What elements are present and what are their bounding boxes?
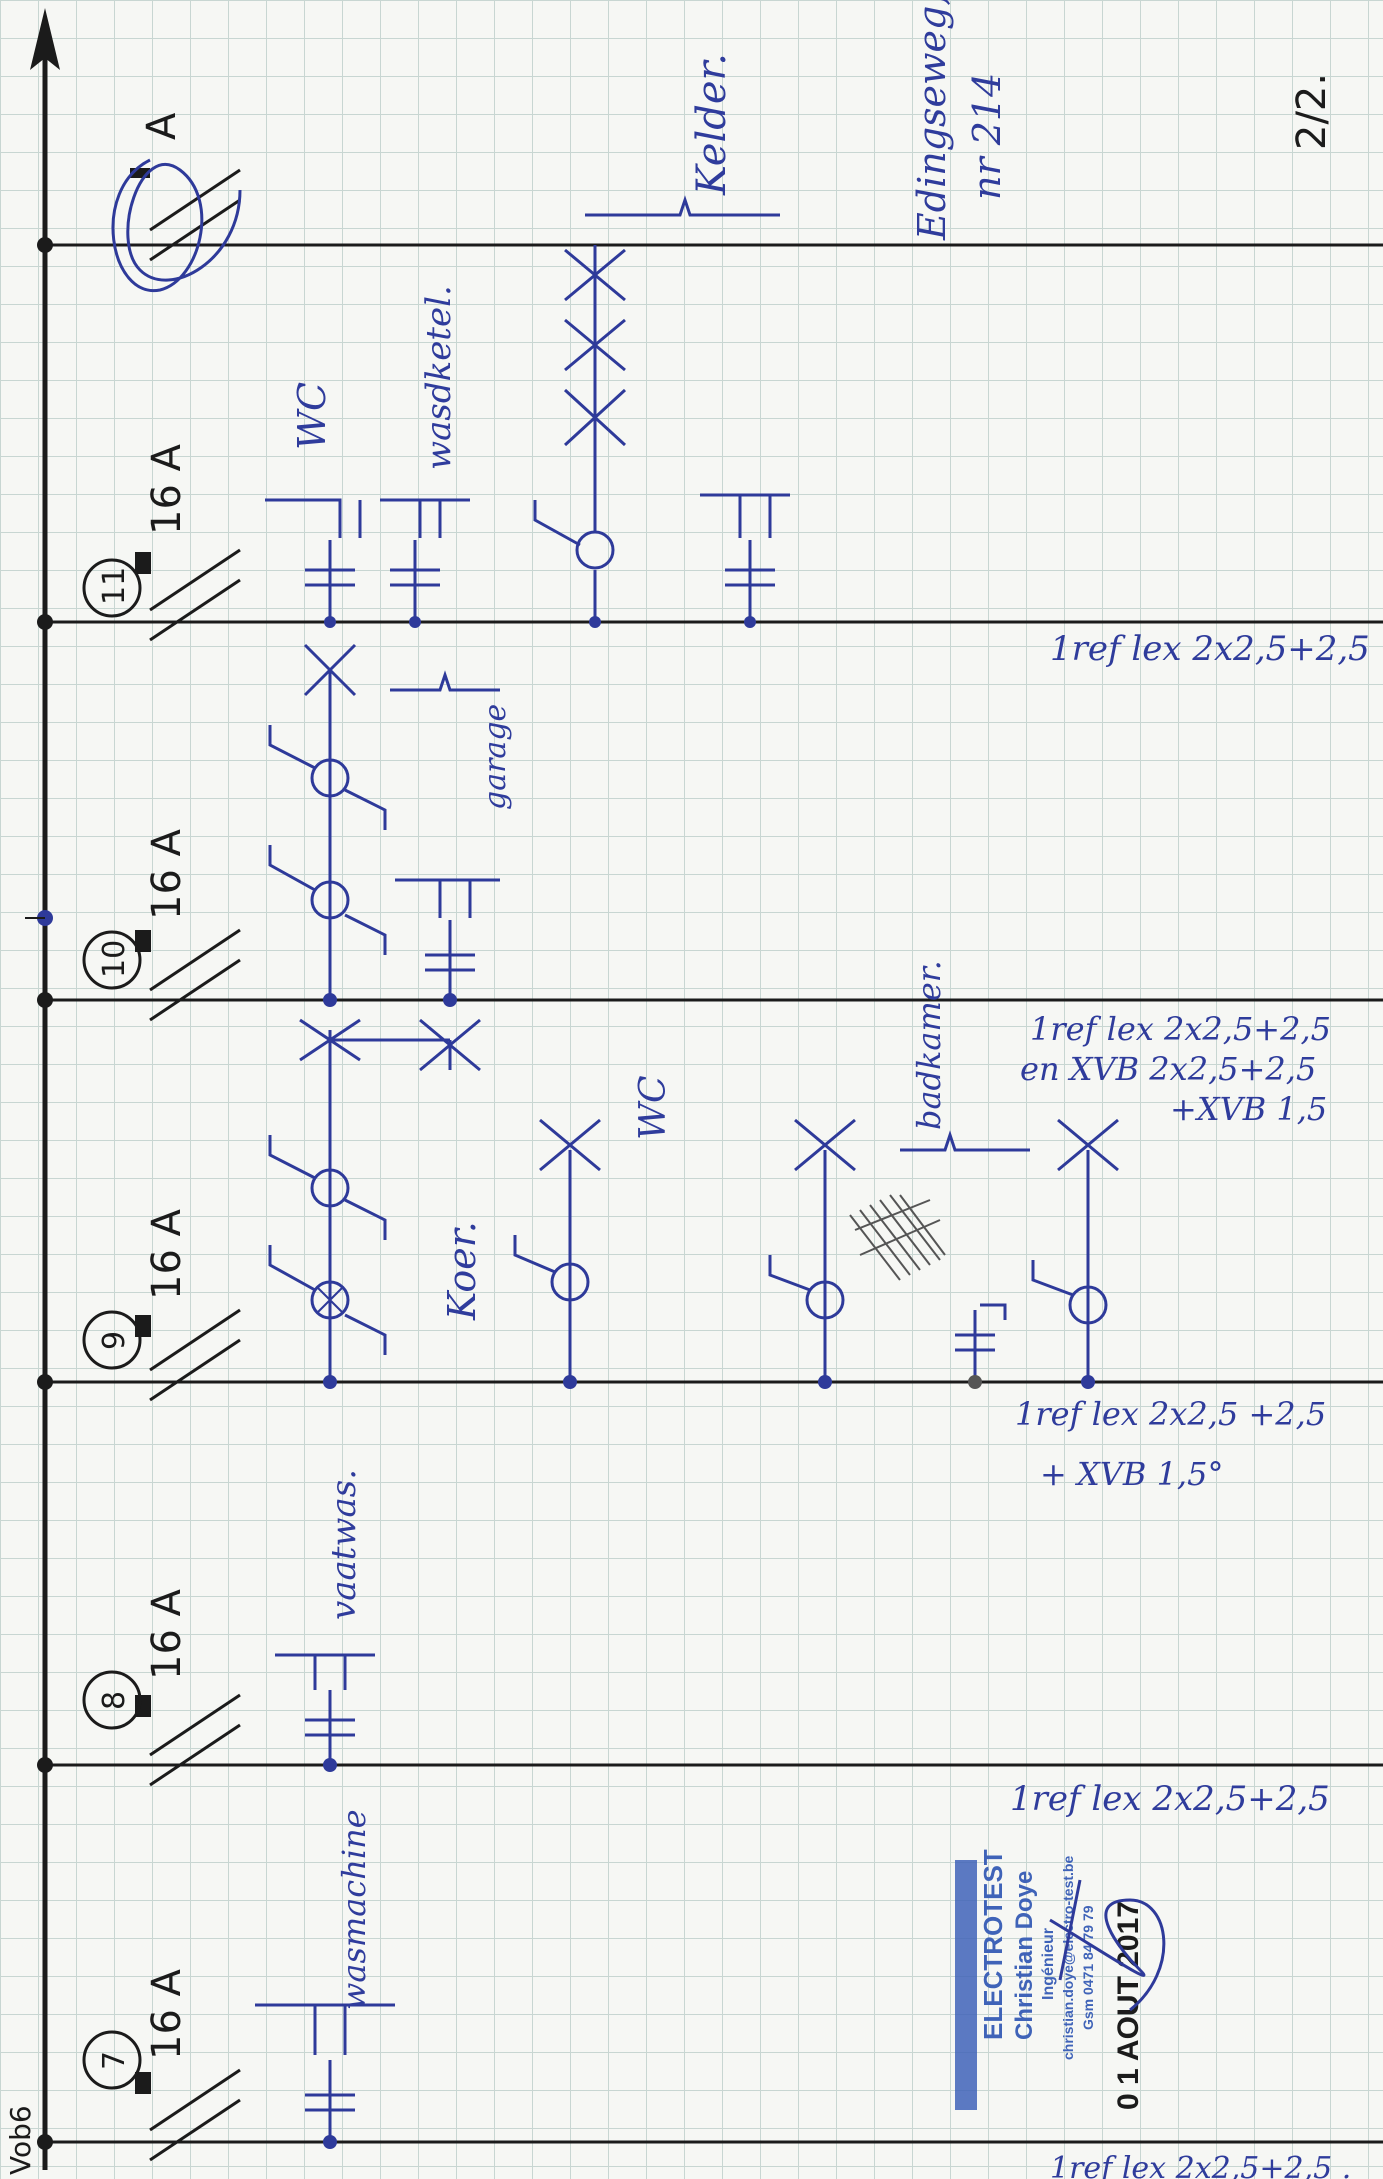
svg-text:vaatwas.: vaatwas. <box>324 1469 364 1620</box>
svg-text:Gsm 0471 84 79 79: Gsm 0471 84 79 79 <box>1080 1905 1096 2030</box>
lamp-icon <box>1068 1285 1108 1325</box>
svg-text:11: 11 <box>97 567 132 605</box>
rating-11: 16 A <box>144 443 190 535</box>
socket-icon <box>323 2135 337 2149</box>
svg-text:wasdketel.: wasdketel. <box>419 285 459 470</box>
bracket-badkamer <box>900 1130 1030 1152</box>
svg-text:WC: WC <box>290 382 334 450</box>
cable-spec-9: 1ref lex 2x2,5 +2,5 <box>1015 1395 1326 1433</box>
address-line1: Edingseweg, <box>910 0 954 241</box>
rating-9: 16 A <box>144 1208 190 1300</box>
label-wc-11: WC <box>290 382 334 450</box>
circuit-11-devices <box>265 195 790 628</box>
cable-spec-7: 1ref lex 2x2,5+2,5 . <box>1050 2151 1351 2179</box>
svg-text:Christian Doye: Christian Doye <box>1011 1871 1038 2040</box>
svg-text:garage: garage <box>478 704 513 810</box>
corner-label: Vob6 <box>4 2105 37 2175</box>
circuit-number-8: 8 <box>97 1691 132 1710</box>
cable-spec-9-extra: + XVB 1,5° <box>1040 1455 1223 1493</box>
address-line2: nr 214 <box>965 73 1009 200</box>
breaker-icon <box>135 928 241 1022</box>
lamp-icon <box>310 880 350 920</box>
cable-spec-11: 1ref lex 2x2,5+2,5 <box>1050 629 1370 669</box>
rating-7: 16 A <box>144 1968 190 2060</box>
stamp-logo-bar-icon <box>955 1860 977 2110</box>
svg-text:badkamer.: badkamer. <box>910 960 948 1130</box>
main-busbar <box>25 8 60 2170</box>
svg-text:2/2.: 2/2. <box>1289 73 1335 150</box>
breaker-icon <box>130 168 241 262</box>
lamp-crossed-icon <box>310 1280 350 1320</box>
cable-spec-10-extra2: +XVB 1,5 <box>1170 1090 1327 1128</box>
svg-text:16 A: 16 A <box>144 828 190 920</box>
breaker-icon <box>135 2068 241 2162</box>
svg-text:10: 10 <box>97 940 132 978</box>
svg-text:Vob6: Vob6 <box>4 2105 37 2175</box>
scribble-mark <box>111 158 242 293</box>
bracket-kelder <box>585 195 780 217</box>
rating-kelder: A <box>139 112 185 140</box>
cable-spec-10: 1ref lex 2x2,5+2,5 <box>1030 1010 1331 1048</box>
circuit-number-11: 11 <box>97 567 132 605</box>
signature-mark <box>1049 1879 1166 2012</box>
label-garage: garage <box>478 704 513 810</box>
circuit-number-7: 7 <box>97 2051 132 2070</box>
svg-text:WC: WC <box>633 1075 674 1140</box>
circuit-8-devices <box>275 1653 375 1772</box>
svg-text:Edingseweg,: Edingseweg, <box>910 0 954 241</box>
svg-text:nr 214: nr 214 <box>965 73 1009 200</box>
rating-8: 16 A <box>144 1588 190 1680</box>
svg-text:16 A: 16 A <box>144 1588 190 1680</box>
bracket-garage <box>390 670 500 692</box>
lamp-icon <box>805 1280 845 1320</box>
rating-10: 16 A <box>144 828 190 920</box>
svg-text:16 A: 16 A <box>144 443 190 535</box>
busbar-arrow-icon <box>30 8 60 70</box>
lamp-icon <box>310 1168 350 1208</box>
svg-text:A: A <box>139 112 185 140</box>
svg-text:Ingénieur: Ingénieur <box>1040 1928 1057 2000</box>
lamp-icon <box>550 1262 590 1302</box>
circuit-9-devices <box>268 1018 1119 1389</box>
label-wc-9: WC <box>633 1075 674 1140</box>
socket-icon <box>323 1758 337 1772</box>
svg-text:0 1 AOUT 2017: 0 1 AOUT 2017 <box>1112 1901 1145 2110</box>
svg-text:8: 8 <box>97 1691 132 1710</box>
svg-text:9: 9 <box>97 1331 132 1350</box>
svg-text:Koer.: Koer. <box>440 1221 484 1321</box>
svg-text:ELECTROTEST: ELECTROTEST <box>978 1849 1008 2040</box>
circuit-number-9: 9 <box>97 1331 132 1350</box>
socket-icon <box>700 493 790 628</box>
svg-text:7: 7 <box>97 2051 132 2070</box>
socket-icon <box>380 498 470 628</box>
scribble-out-mark <box>849 1194 946 1281</box>
label-kelder: Kelder. <box>689 53 735 196</box>
svg-text:Kelder.: Kelder. <box>689 53 735 196</box>
socket-icon <box>265 498 362 628</box>
lamp-icon <box>310 758 350 798</box>
circuit-number-circles <box>82 558 142 2090</box>
page-number: 2/2. <box>1289 73 1335 150</box>
label-koer: Koer. <box>440 1221 484 1321</box>
cable-spec-10-extra: en XVB 2x2,5+2,5 <box>1020 1050 1316 1088</box>
svg-text:wasmachine: wasmachine <box>335 1809 373 2010</box>
label-badkamer: badkamer. <box>910 960 948 1130</box>
breaker-icon <box>135 1693 241 1787</box>
label-wasdketel: wasdketel. <box>419 285 459 470</box>
breaker-icon <box>135 548 241 642</box>
svg-text:16 A: 16 A <box>144 1208 190 1300</box>
label-vaatwas: vaatwas. <box>324 1469 364 1620</box>
circuit-branch-lines <box>37 237 1383 2150</box>
lamp-switch-icon <box>533 245 627 628</box>
circuit-number-10: 10 <box>97 940 132 978</box>
engineer-stamp: ELECTROTEST Christian Doye Ingénieur chr… <box>955 1849 1166 2110</box>
circuit-10-devices <box>268 643 500 1007</box>
svg-text:christian.doye@electro-test.be: christian.doye@electro-test.be <box>1060 1856 1076 2060</box>
label-wasmachine: wasmachine <box>335 1809 373 2010</box>
circuit-7-devices <box>255 2003 395 2149</box>
cable-spec-8: 1ref lex 2x2,5+2,5 <box>1010 1779 1330 1819</box>
svg-text:16 A: 16 A <box>144 1968 190 2060</box>
breaker-icon <box>135 1308 241 1402</box>
